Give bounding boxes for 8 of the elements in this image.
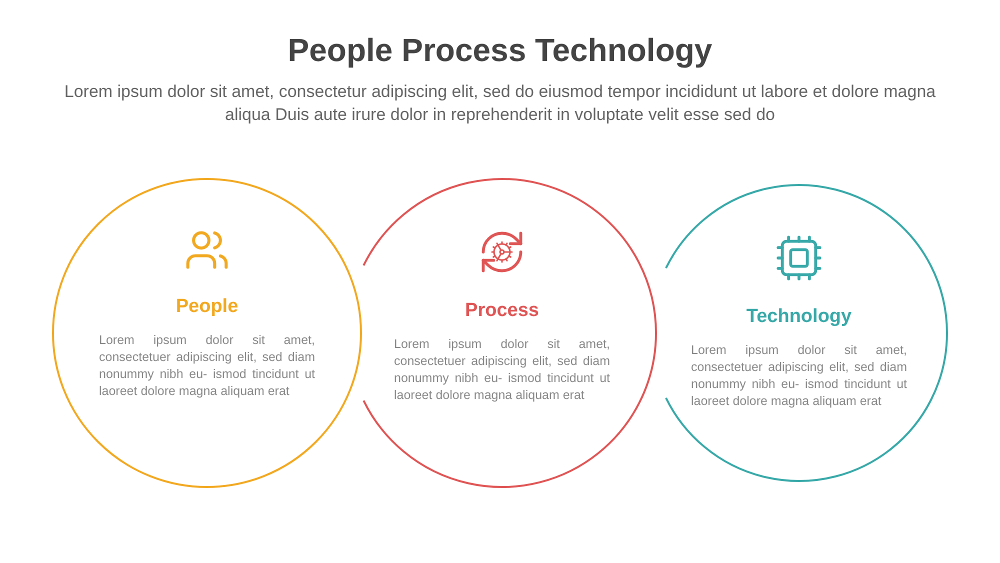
circle-body-text: Lorem ipsum dolor sit amet, consectetuer adipiscing elit, sed diam nonummy nibh eu- ismod tincidunt ut laoreet dolore magna aliquam erat [99, 332, 315, 400]
subtitle: Lorem ipsum dolor sit amet, consectetur adipiscing elit, sed do eiusmod tempor incididunt ut labore et dolore magna aliqua Duis aute irure dolor in reprehenderit in voluptate velit esse sed do [63, 81, 937, 126]
circle-heading: People [176, 295, 238, 319]
title: People Process Technology [286, 31, 714, 70]
circle-heading: Process [465, 299, 539, 323]
circle-body-text: Lorem ipsum dolor sit amet, consectetuer adipiscing elit, sed diam nonummy nibh eu- ismod tincidunt ut laoreet dolore magna aliquam erat [394, 336, 610, 404]
circle-heading: Technology [746, 305, 852, 329]
circle-body-text: Lorem ipsum dolor sit amet, consectetuer adipiscing elit, sed diam nonummy nibh eu- ismod tincidunt ut laoreet dolore magna aliquam erat [691, 342, 907, 410]
